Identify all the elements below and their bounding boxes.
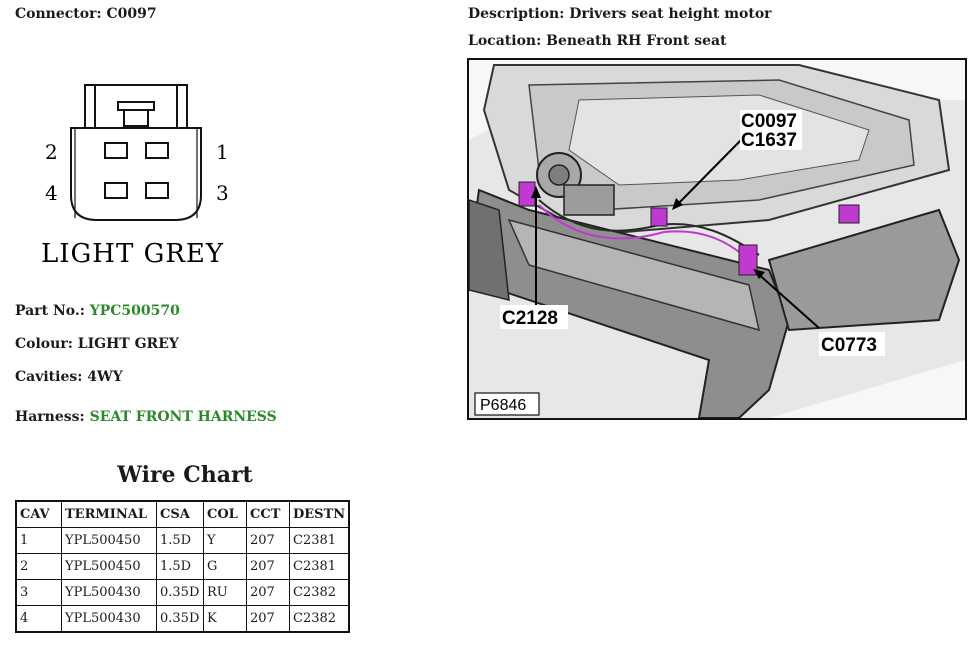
- table-row: 2 YPL500450 1.5D G 207 C2381: [15, 553, 350, 580]
- cell-cct: 207: [246, 579, 290, 606]
- cell-destn: C2382: [289, 605, 350, 633]
- pin-label-4: 4: [45, 181, 58, 205]
- pin-label-2: 2: [45, 140, 58, 164]
- location-value: Beneath RH Front seat: [546, 33, 727, 49]
- cell-col: RU: [203, 579, 247, 606]
- cell-cct: 207: [246, 605, 290, 633]
- cell-csa: 0.35D: [156, 605, 204, 633]
- cell-cav: 2: [15, 553, 62, 580]
- table-row: 1 YPL500450 1.5D Y 207 C2381: [15, 527, 350, 554]
- location-photo: C0097 C1637 C2128 C0773 P6846: [467, 58, 967, 420]
- cell-col: G: [203, 553, 247, 580]
- cavity-4: [104, 182, 128, 199]
- cell-csa: 0.35D: [156, 579, 204, 606]
- connector-face-diagram: 2 1 4 3 LIGHT GREY: [41, 84, 229, 269]
- cell-terminal: YPL500450: [61, 553, 157, 580]
- cell-terminal: YPL500450: [61, 527, 157, 554]
- header-cav: CAV: [15, 500, 62, 528]
- cell-destn: C2382: [289, 579, 350, 606]
- part-number-link[interactable]: YPC500570: [89, 303, 180, 319]
- callout-c1637: C1637: [741, 130, 797, 151]
- photo-reference: P6846: [480, 397, 526, 414]
- wire-chart-title: Wire Chart: [117, 462, 253, 488]
- cell-cav: 3: [15, 579, 62, 606]
- connector-highlight-c0773: [738, 244, 758, 276]
- description-label: Description:: [468, 6, 565, 22]
- connector-highlight-c2128: [518, 181, 536, 207]
- callout-c2128: C2128: [502, 308, 558, 329]
- cell-csa: 1.5D: [156, 527, 204, 554]
- connector-label: Connector:: [15, 6, 102, 22]
- cell-terminal: YPL500430: [61, 579, 157, 606]
- cell-terminal: YPL500430: [61, 605, 157, 633]
- header-col: COL: [203, 500, 247, 528]
- description-line: Description: Drivers seat height motor: [468, 6, 772, 22]
- harness-line: Harness: SEAT FRONT HARNESS: [15, 409, 277, 425]
- cell-destn: C2381: [289, 553, 350, 580]
- cell-csa: 1.5D: [156, 553, 204, 580]
- connector-line: Connector: C0097: [15, 6, 157, 22]
- wire-chart-table: CAV TERMINAL CSA COL CCT DESTN 1 YPL5004…: [15, 500, 351, 633]
- header-csa: CSA: [156, 500, 204, 528]
- pin-label-3: 3: [216, 181, 229, 205]
- cavity-1: [145, 142, 169, 159]
- cavity-2: [104, 142, 128, 159]
- callout-c0773: C0773: [821, 335, 877, 356]
- pin-label-1: 1: [216, 140, 229, 164]
- seat-frame-illustration: C0097 C1637 C2128 C0773 P6846: [469, 60, 965, 418]
- connector-value: C0097: [106, 6, 157, 22]
- wire-chart-header-row: CAV TERMINAL CSA COL CCT DESTN: [15, 500, 350, 528]
- cavities-value: 4WY: [87, 369, 123, 385]
- part-label: Part No.:: [15, 303, 85, 319]
- cell-col: K: [203, 605, 247, 633]
- cavities-label: Cavities:: [15, 369, 83, 385]
- header-terminal: TERMINAL: [61, 500, 157, 528]
- colour-value: LIGHT GREY: [77, 336, 179, 352]
- connector-body: [70, 127, 202, 221]
- header-cct: CCT: [246, 500, 290, 528]
- cell-cav: 4: [15, 605, 62, 633]
- cell-cav: 1: [15, 527, 62, 554]
- connector-highlight-c0097: [650, 207, 668, 227]
- colour-label: Colour:: [15, 336, 73, 352]
- location-line: Location: Beneath RH Front seat: [468, 33, 727, 49]
- table-row: 3 YPL500430 0.35D RU 207 C2382: [15, 579, 350, 606]
- part-line: Part No.: YPC500570: [15, 303, 180, 319]
- cavities-line: Cavities: 4WY: [15, 369, 123, 385]
- description-value: Drivers seat height motor: [569, 6, 772, 22]
- header-destn: DESTN: [289, 500, 350, 528]
- cell-destn: C2381: [289, 527, 350, 554]
- connector-colour-caption: LIGHT GREY: [41, 239, 224, 269]
- cell-cct: 207: [246, 553, 290, 580]
- location-label: Location:: [468, 33, 542, 49]
- cavity-3: [145, 182, 169, 199]
- cell-col: Y: [203, 527, 247, 554]
- table-row: 4 YPL500430 0.35D K 207 C2382: [15, 605, 350, 633]
- harness-label: Harness:: [15, 409, 85, 425]
- cell-cct: 207: [246, 527, 290, 554]
- colour-line: Colour: LIGHT GREY: [15, 336, 179, 352]
- callout-c0097: C0097: [741, 111, 797, 132]
- connector-latch: [84, 84, 188, 129]
- harness-link[interactable]: SEAT FRONT HARNESS: [89, 409, 277, 425]
